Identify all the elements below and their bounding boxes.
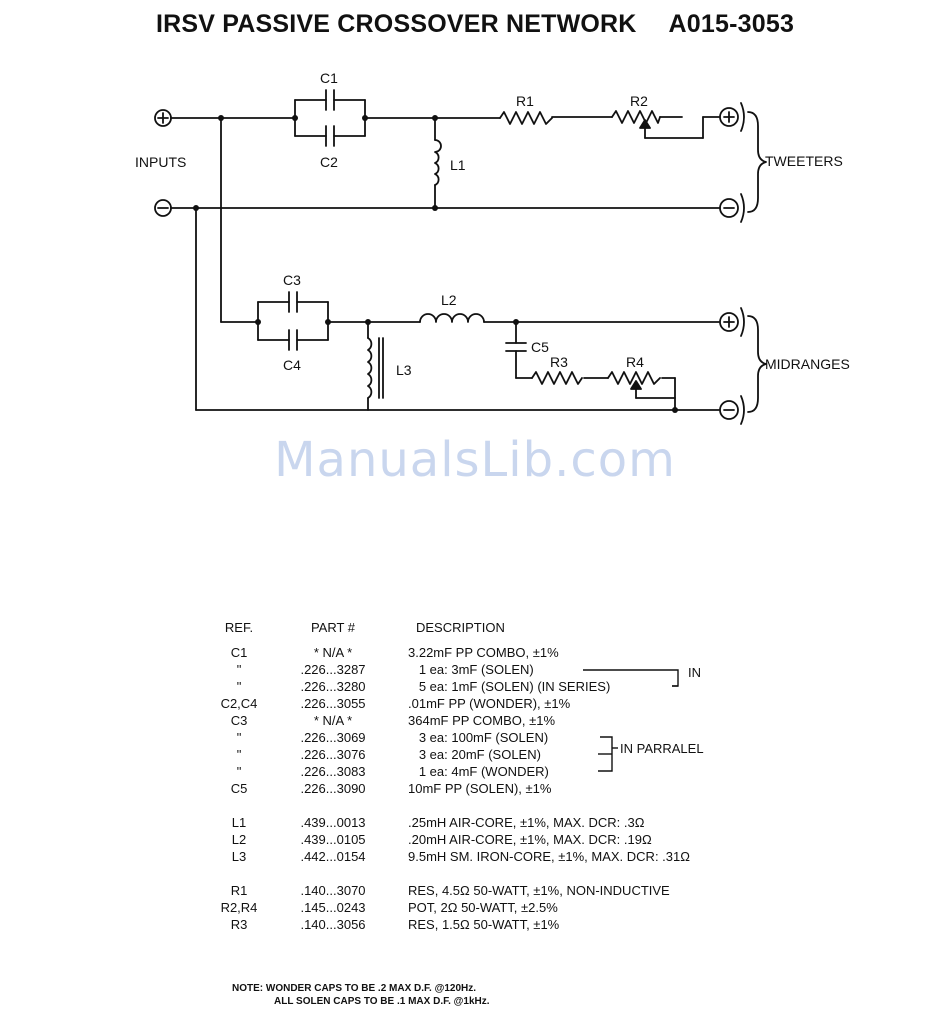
bom-ref: R1 [230, 883, 248, 898]
bom-part: .439...0013 [300, 815, 366, 830]
bom-description: 9.5mH SM. IRON-CORE, ±1%, MAX. DCR: .31Ω [408, 849, 690, 864]
bom-part: .145...0243 [300, 900, 366, 915]
bom-ref: L1 [231, 815, 247, 830]
bom-part: .226...3083 [300, 764, 366, 779]
bom-description: POT, 2Ω 50-WATT, ±2.5% [408, 900, 558, 915]
label-l3: L3 [396, 362, 412, 378]
footnote-line-1: NOTE: WONDER CAPS TO BE .2 MAX D.F. @120… [232, 983, 477, 994]
bom-part: .442...0154 [300, 849, 366, 864]
bom-part: * N/A * [313, 645, 353, 660]
midrange-plus-terminal [719, 307, 745, 337]
crossover-schematic: INPUTS TWEETERS MIDRANGES C1 C2 L1 R1 R2… [135, 70, 850, 425]
inductor-l1 [434, 139, 442, 186]
bom-ref: " [236, 679, 242, 694]
bom-description: 3.22mF PP COMBO, ±1% [408, 645, 559, 660]
bom-ref: C3 [230, 713, 248, 728]
inductor-l3 [367, 337, 373, 399]
label-r1: R1 [516, 93, 534, 109]
bom-description: 1 ea: 4mF (WONDER) [408, 764, 549, 779]
bom-ref: L3 [231, 849, 247, 864]
bom-description: RES, 1.5Ω 50-WATT, ±1% [408, 917, 560, 932]
page-title: IRSV PASSIVE CROSSOVER NETWORK A015-3053 [0, 10, 950, 39]
header-part: PART # [310, 620, 356, 635]
bom-part: .226...3069 [300, 730, 366, 745]
bom-description: 1 ea: 3mF (SOLEN) [408, 662, 534, 677]
resistor-r1 [499, 111, 553, 125]
midrange-brace [747, 315, 767, 413]
resistor-r4 [607, 371, 661, 385]
bom-ref: " [236, 730, 242, 745]
bom-ref: C5 [230, 781, 248, 796]
bom-part: .140...3056 [300, 917, 366, 932]
bom-part: * N/A * [313, 713, 353, 728]
bom-part: .439...0105 [300, 832, 366, 847]
label-c3: C3 [283, 272, 301, 288]
bom-part: .140...3070 [300, 883, 366, 898]
label-inputs: INPUTS [135, 154, 186, 170]
header-description: DESCRIPTION [416, 620, 505, 635]
label-r2: R2 [630, 93, 648, 109]
bom-description: 364mF PP COMBO, ±1% [408, 713, 556, 728]
bom-ref: L2 [231, 832, 247, 847]
bom-description: 5 ea: 1mF (SOLEN) (IN SERIES) [408, 679, 611, 694]
label-c5: C5 [531, 339, 549, 355]
bom-part: .226...3076 [300, 747, 366, 762]
bom-ref: " [236, 662, 242, 677]
bom-description: 3 ea: 20mF (SOLEN) [408, 747, 541, 762]
label-midranges: MIDRANGES [765, 356, 850, 372]
label-r4: R4 [626, 354, 644, 370]
footnote-line-2: ALL SOLEN CAPS TO BE .1 MAX D.F. @1kHz. [274, 996, 490, 1007]
resistor-r3 [531, 371, 583, 385]
title-code: A015-3053 [668, 10, 795, 38]
bom-description: 10mF PP (SOLEN), ±1% [408, 781, 552, 796]
bom-description: RES, 4.5Ω 50-WATT, ±1%, NON-INDUCTIVE [408, 883, 670, 898]
bom-ref: " [236, 764, 242, 779]
midrange-minus-terminal [719, 395, 745, 425]
bom-part: .226...3090 [300, 781, 366, 796]
label-c1: C1 [320, 70, 338, 86]
bom-ref: C1 [230, 645, 248, 660]
bom-description: .20mH AIR-CORE, ±1%, MAX. DCR: .19Ω [408, 832, 652, 847]
bom-ref: R3 [230, 917, 248, 932]
bom-ref: R2,R4 [220, 900, 258, 915]
bracket-label-parallel: IN PARRALEL [620, 741, 704, 756]
bom-description: .01mF PP (WONDER), ±1% [408, 696, 571, 711]
resistor-r2 [611, 110, 661, 124]
label-l2: L2 [441, 292, 457, 308]
bom-part: .226...3055 [300, 696, 366, 711]
bom-description: .25mH AIR-CORE, ±1%, MAX. DCR: .3Ω [408, 815, 645, 830]
junction-dots [193, 115, 678, 413]
label-c2: C2 [320, 154, 338, 170]
label-tweeters: TWEETERS [765, 153, 843, 169]
label-c4: C4 [283, 357, 301, 373]
tweeter-branch-wires [170, 116, 721, 411]
watermark: ManualsLib.com [274, 432, 676, 488]
bracket-label-series: IN [688, 665, 701, 680]
label-r3: R3 [550, 354, 568, 370]
label-l1: L1 [450, 157, 466, 173]
title-name: IRSV PASSIVE CROSSOVER NETWORK [155, 10, 637, 38]
tweeter-brace [747, 111, 767, 213]
bom-ref: " [236, 747, 242, 762]
bom-description: 3 ea: 100mF (SOLEN) [408, 730, 549, 745]
bom-part: .226...3287 [300, 662, 366, 677]
footnote: NOTE: WONDER CAPS TO BE .2 MAX D.F. @120… [232, 982, 490, 1008]
tweeter-plus-terminal [719, 102, 745, 132]
bom-ref: C2,C4 [220, 696, 258, 711]
inductor-l2 [419, 313, 485, 323]
capacitor-c5 [505, 342, 527, 352]
header-ref: REF. [224, 620, 254, 635]
bom-part: .226...3280 [300, 679, 366, 694]
tweeter-minus-terminal [719, 193, 745, 223]
